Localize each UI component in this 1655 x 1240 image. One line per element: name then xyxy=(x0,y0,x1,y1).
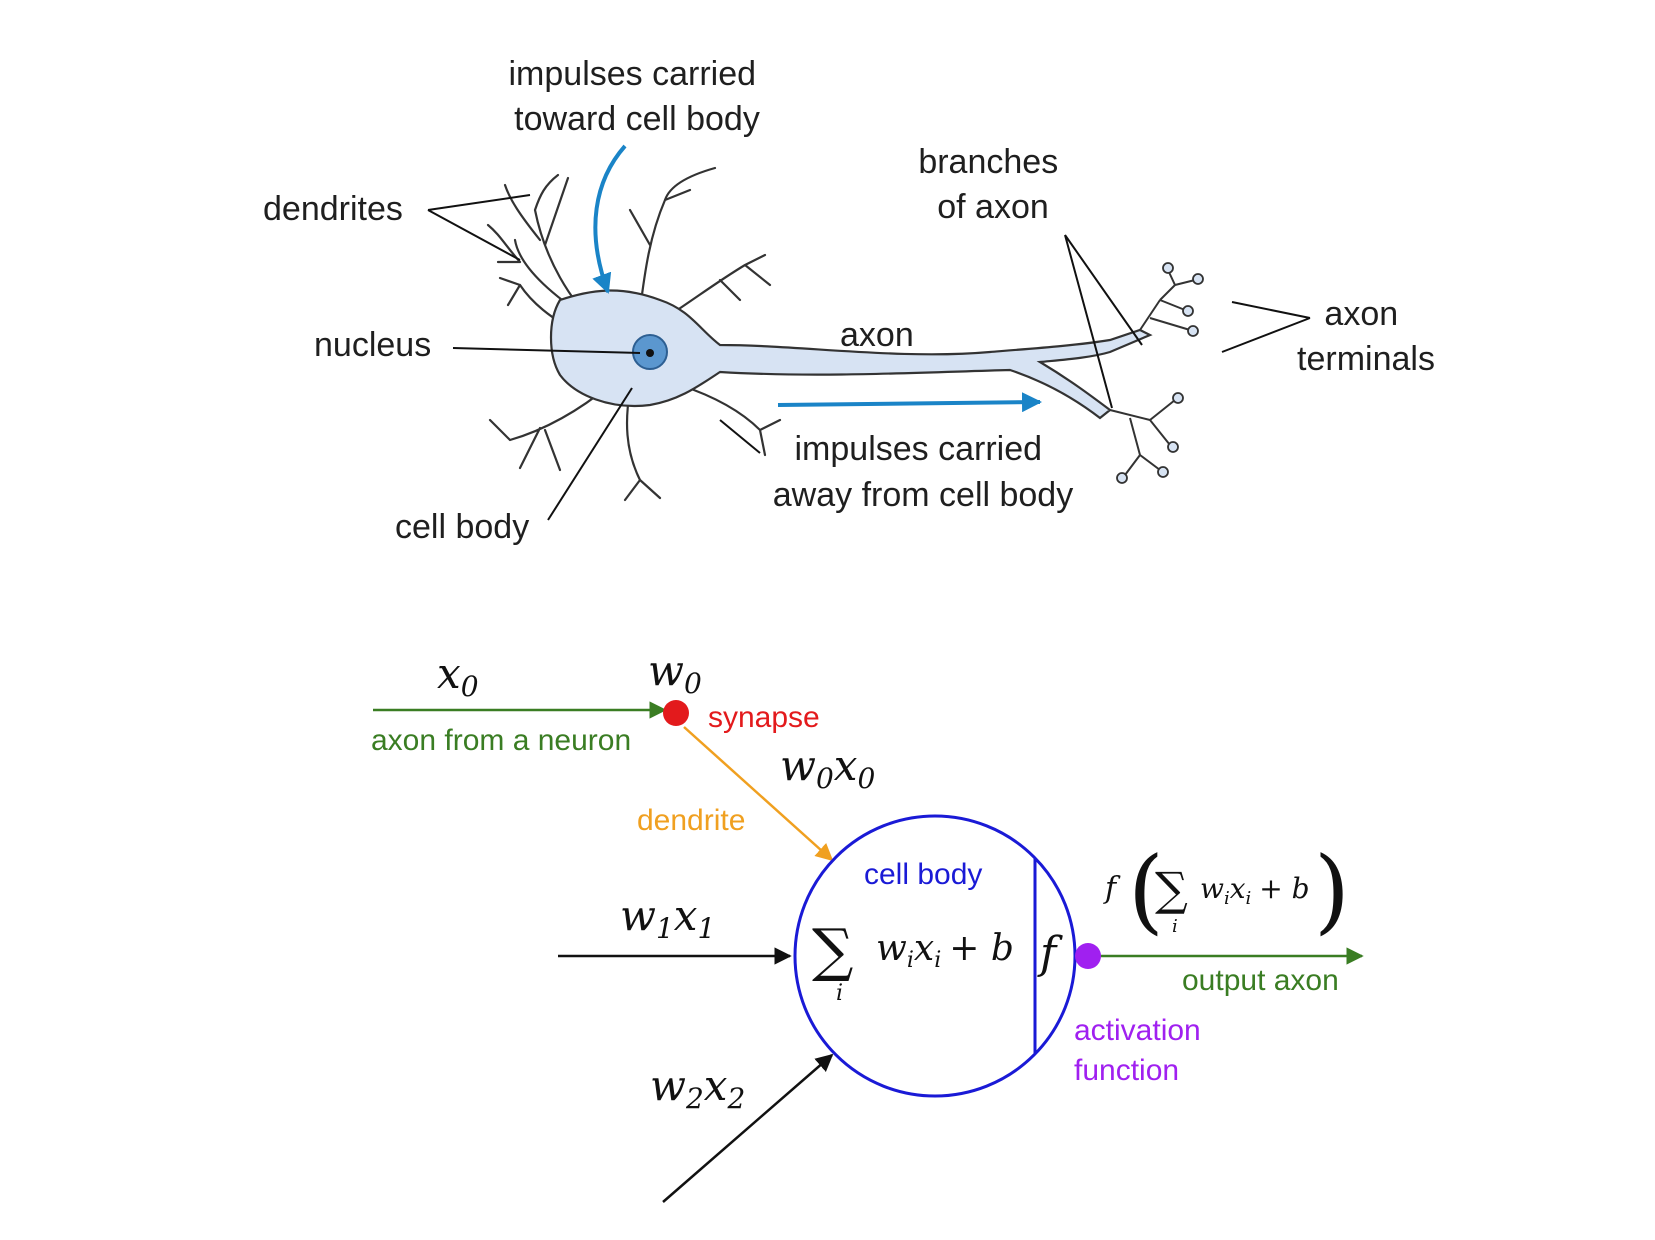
input-w2x2-line xyxy=(662,1053,834,1203)
activation-dot xyxy=(1075,943,1101,969)
label-output-axon: output axon xyxy=(1182,964,1339,997)
sum-symbol: ∑ xyxy=(812,916,853,984)
output-formula: f ( ∑ i wixi+ b ) xyxy=(1103,837,1350,944)
activation-f: f xyxy=(1037,928,1063,979)
label-synapse: synapse xyxy=(708,701,820,734)
impulse-away-arrow xyxy=(777,392,1042,413)
svg-text:f: f xyxy=(1103,871,1121,906)
label-dendrite: dendrite xyxy=(637,804,745,837)
svg-text:∑: ∑ xyxy=(1155,862,1188,916)
label-impulses-toward: impulses carried toward cell body xyxy=(509,55,766,138)
svg-text:wixi+ b: wixi+ b xyxy=(1200,872,1310,909)
label-impulses-away: impulses carried away from cell body xyxy=(773,430,1073,514)
axon-terminal-knobs xyxy=(1116,262,1204,484)
label-axon-from-neuron: axon from a neuron xyxy=(371,724,631,757)
sum-expression: wixi+ b xyxy=(876,928,1014,973)
dendrite-branches xyxy=(486,166,782,502)
neuron-body-shape xyxy=(549,289,1153,420)
label-w0: w0 xyxy=(648,646,702,700)
label-nucleus: nucleus xyxy=(314,326,431,364)
sum-index: i xyxy=(836,981,843,1006)
dendrite-line xyxy=(683,726,834,862)
synapse-dot xyxy=(663,700,689,726)
svg-text:i: i xyxy=(1172,916,1178,937)
svg-text:(: ( xyxy=(1128,837,1164,944)
label-w2x2: w2x2 xyxy=(650,1061,745,1115)
label-dendrites: dendrites xyxy=(263,190,403,228)
label-w0x0: w0x0 xyxy=(780,741,875,795)
label-activation-function: activation function xyxy=(1074,1014,1209,1087)
label-x0: x0 xyxy=(437,649,479,703)
label-axon: axon xyxy=(840,316,914,354)
biological-neuron: impulses carried toward cell body dendri… xyxy=(263,55,1435,546)
label-w1x1: w1x1 xyxy=(620,891,715,945)
label-cell-body-neuron: cell body xyxy=(864,858,982,891)
artificial-neuron: x0 w0 synapse axon from a neuron w0x0 de… xyxy=(371,646,1364,1203)
impulse-toward-arrow xyxy=(592,144,627,294)
pointer-lines xyxy=(427,194,1311,521)
svg-text:): ) xyxy=(1314,837,1350,944)
label-axon-terminals: axon terminals xyxy=(1297,295,1435,378)
label-branches-of-axon: branches of axon xyxy=(918,143,1067,226)
axon-terminal-branches xyxy=(1109,269,1196,476)
label-cell-body: cell body xyxy=(395,508,529,546)
